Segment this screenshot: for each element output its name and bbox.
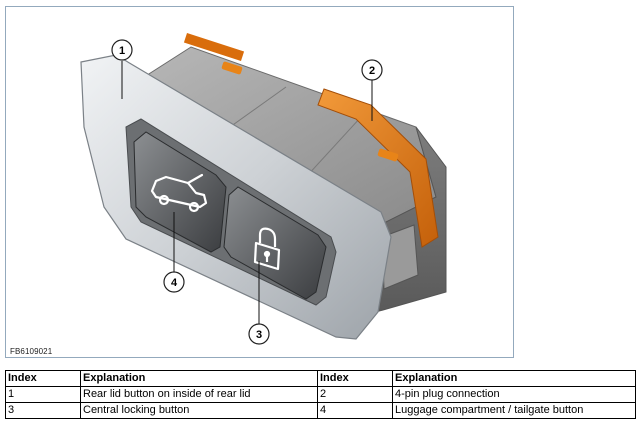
callout-1: 1 xyxy=(111,39,133,61)
legend-table: Index Explanation Index Explanation 1 Re… xyxy=(5,370,636,419)
svg-text:3: 3 xyxy=(256,329,262,341)
housing-seam xyxy=(305,116,362,178)
connector-pin xyxy=(183,32,245,62)
header-index-1: Index xyxy=(5,370,81,387)
svg-text:4: 4 xyxy=(171,277,178,289)
table-row: 1 Rear lid button on inside of rear lid … xyxy=(5,386,636,403)
switch-illustration: 1 2 3 4 xyxy=(80,32,447,345)
header-explanation-1: Explanation xyxy=(80,370,318,387)
cell-index: 2 xyxy=(317,386,393,403)
figure-frame: 1 2 3 4 FB6109021 xyxy=(5,6,514,358)
header-index-2: Index xyxy=(317,370,393,387)
cell-index: 1 xyxy=(5,386,81,403)
cell-index: 3 xyxy=(5,402,81,419)
callout-4: 4 xyxy=(163,271,185,293)
cell-explanation: Luggage compartment / tailgate button xyxy=(392,402,636,419)
callout-2: 2 xyxy=(361,59,383,81)
figure-id: FB6109021 xyxy=(10,347,53,356)
cell-index: 4 xyxy=(317,402,393,419)
lock-icon xyxy=(253,227,281,271)
connector-pin xyxy=(377,148,399,162)
header-explanation-2: Explanation xyxy=(392,370,636,387)
table-row: 3 Central locking button 4 Luggage compa… xyxy=(5,402,636,419)
svg-text:2: 2 xyxy=(369,65,375,77)
callout-3: 3 xyxy=(248,323,270,345)
cell-explanation: 4-pin plug connection xyxy=(392,386,636,403)
connector-pin xyxy=(221,61,243,75)
cell-explanation: Rear lid button on inside of rear lid xyxy=(80,386,318,403)
tailgate-icon xyxy=(150,173,208,213)
cell-explanation: Central locking button xyxy=(80,402,318,419)
table-header-row: Index Explanation Index Explanation xyxy=(5,370,636,387)
svg-text:1: 1 xyxy=(119,45,125,57)
tailgate-button xyxy=(133,131,227,253)
connector-plug xyxy=(317,88,439,248)
